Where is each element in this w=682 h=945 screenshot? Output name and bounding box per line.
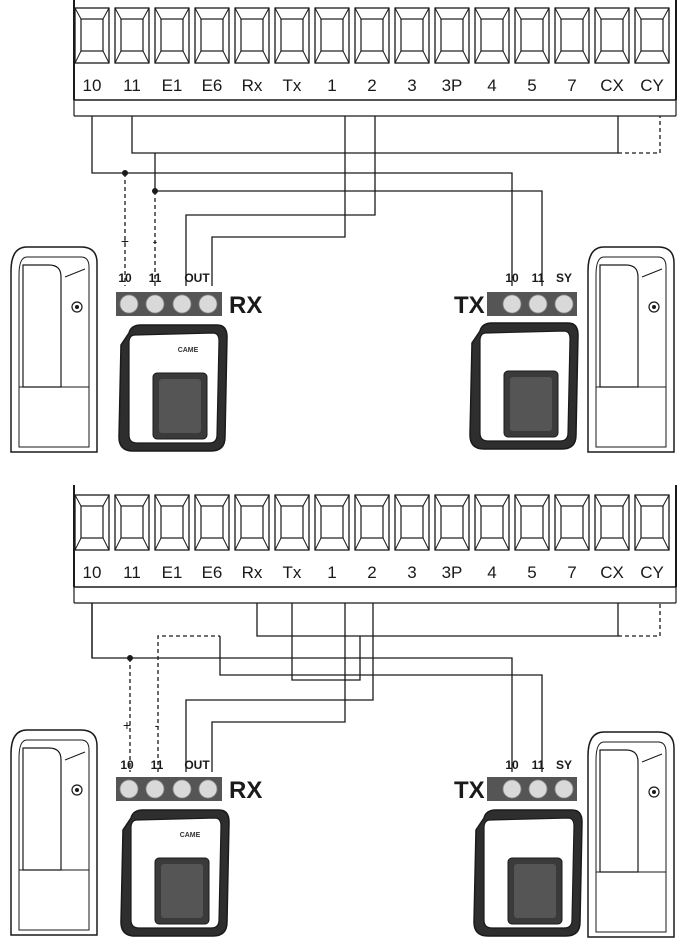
receiver-wallbox [118,324,228,452]
tx-label: TX [454,292,485,319]
terminal-label: CX [600,563,624,582]
terminal-label: Rx [242,563,263,582]
rx-terminal-label: 11 [149,271,162,285]
tx-terminal-label: 10 [505,758,519,772]
terminal-label: E1 [162,76,183,95]
terminal-label: 2 [367,76,376,95]
tx-terminal-label: 10 [505,271,519,285]
terminal-label: 2 [367,563,376,582]
terminal-block-bottom: 10 11 E1 E6 Rx Tx 1 2 3 3P 4 5 7 CX CY [73,485,677,604]
tx-terminal-label: SY [556,271,572,285]
diagram-bottom: 10 11 E1 E6 Rx Tx 1 2 3 3P 4 5 7 CX CY [10,485,677,938]
terminal-label: 3 [407,76,416,95]
terminal-label: 4 [487,76,496,95]
rx-terminal-label: 11 [151,758,164,772]
terminal-label: 7 [567,76,576,95]
terminal-label: 1 [327,76,336,95]
terminal-label: 10 [83,76,102,95]
minus-label: - [153,233,158,249]
terminal-label: E6 [202,76,223,95]
terminal-label: Rx [242,76,263,95]
tx-terminal-label: 11 [532,758,545,772]
receiver-wallbox [120,809,230,937]
plus-label: + [121,233,129,249]
rx-terminal-label: OUT [184,271,210,285]
tx-terminal-label: SY [556,758,572,772]
brand-logo: CAME [178,347,199,354]
terminal-label: 10 [83,563,102,582]
transmitter-bottom: 10 11 SY TX [454,758,583,937]
terminal-label: 11 [123,563,141,582]
wiring-top [91,116,661,286]
terminal-label: CX [600,76,624,95]
terminal-label: Tx [283,563,302,582]
photocell-right-top [587,246,675,453]
terminal-label: 5 [527,563,536,582]
brand-logo: CAME [180,832,201,839]
rx-label: RX [229,292,262,319]
photocell-left-top [10,246,98,453]
rx-terminal-label: 10 [118,271,132,285]
terminal-label: 3P [442,76,463,95]
terminal-label: 3P [442,563,463,582]
photocell-left-bottom [10,729,98,936]
receiver-top: + - 10 11 OUT RX CAME [116,233,262,452]
diagram-top: 10 11 E1 E6 Rx Tx 1 2 3 3P 4 5 7 CX CY [10,0,677,453]
tx-terminal-label: 11 [532,271,545,285]
terminal-label: 11 [123,76,141,95]
transmitter-wallbox [473,809,583,937]
terminal-label: CY [640,563,664,582]
terminal-label: 4 [487,563,496,582]
terminal-label: Tx [283,76,302,95]
minus-label: - [155,717,160,733]
rx-terminal-label: OUT [184,758,210,772]
terminal-label: 5 [527,76,536,95]
transmitter-wallbox [469,322,579,450]
terminal-label: E6 [202,563,223,582]
terminal-label: CY [640,76,664,95]
receiver-bottom: + - 10 11 OUT RX CAME [116,717,262,937]
rx-terminal-label: 10 [120,758,134,772]
photocell-right-bottom [587,731,675,938]
terminal-label: 3 [407,563,416,582]
rx-label: RX [229,777,262,804]
terminal-label: 1 [327,563,336,582]
wiring-bottom [91,603,661,772]
tx-label: TX [454,777,485,804]
transmitter-top: 10 11 SY TX [454,271,579,450]
terminal-block-top: 10 11 E1 E6 Rx Tx 1 2 3 3P 4 5 7 CX CY [73,0,677,117]
terminal-label: E1 [162,563,183,582]
plus-label: + [123,717,131,733]
terminal-label: 7 [567,563,576,582]
